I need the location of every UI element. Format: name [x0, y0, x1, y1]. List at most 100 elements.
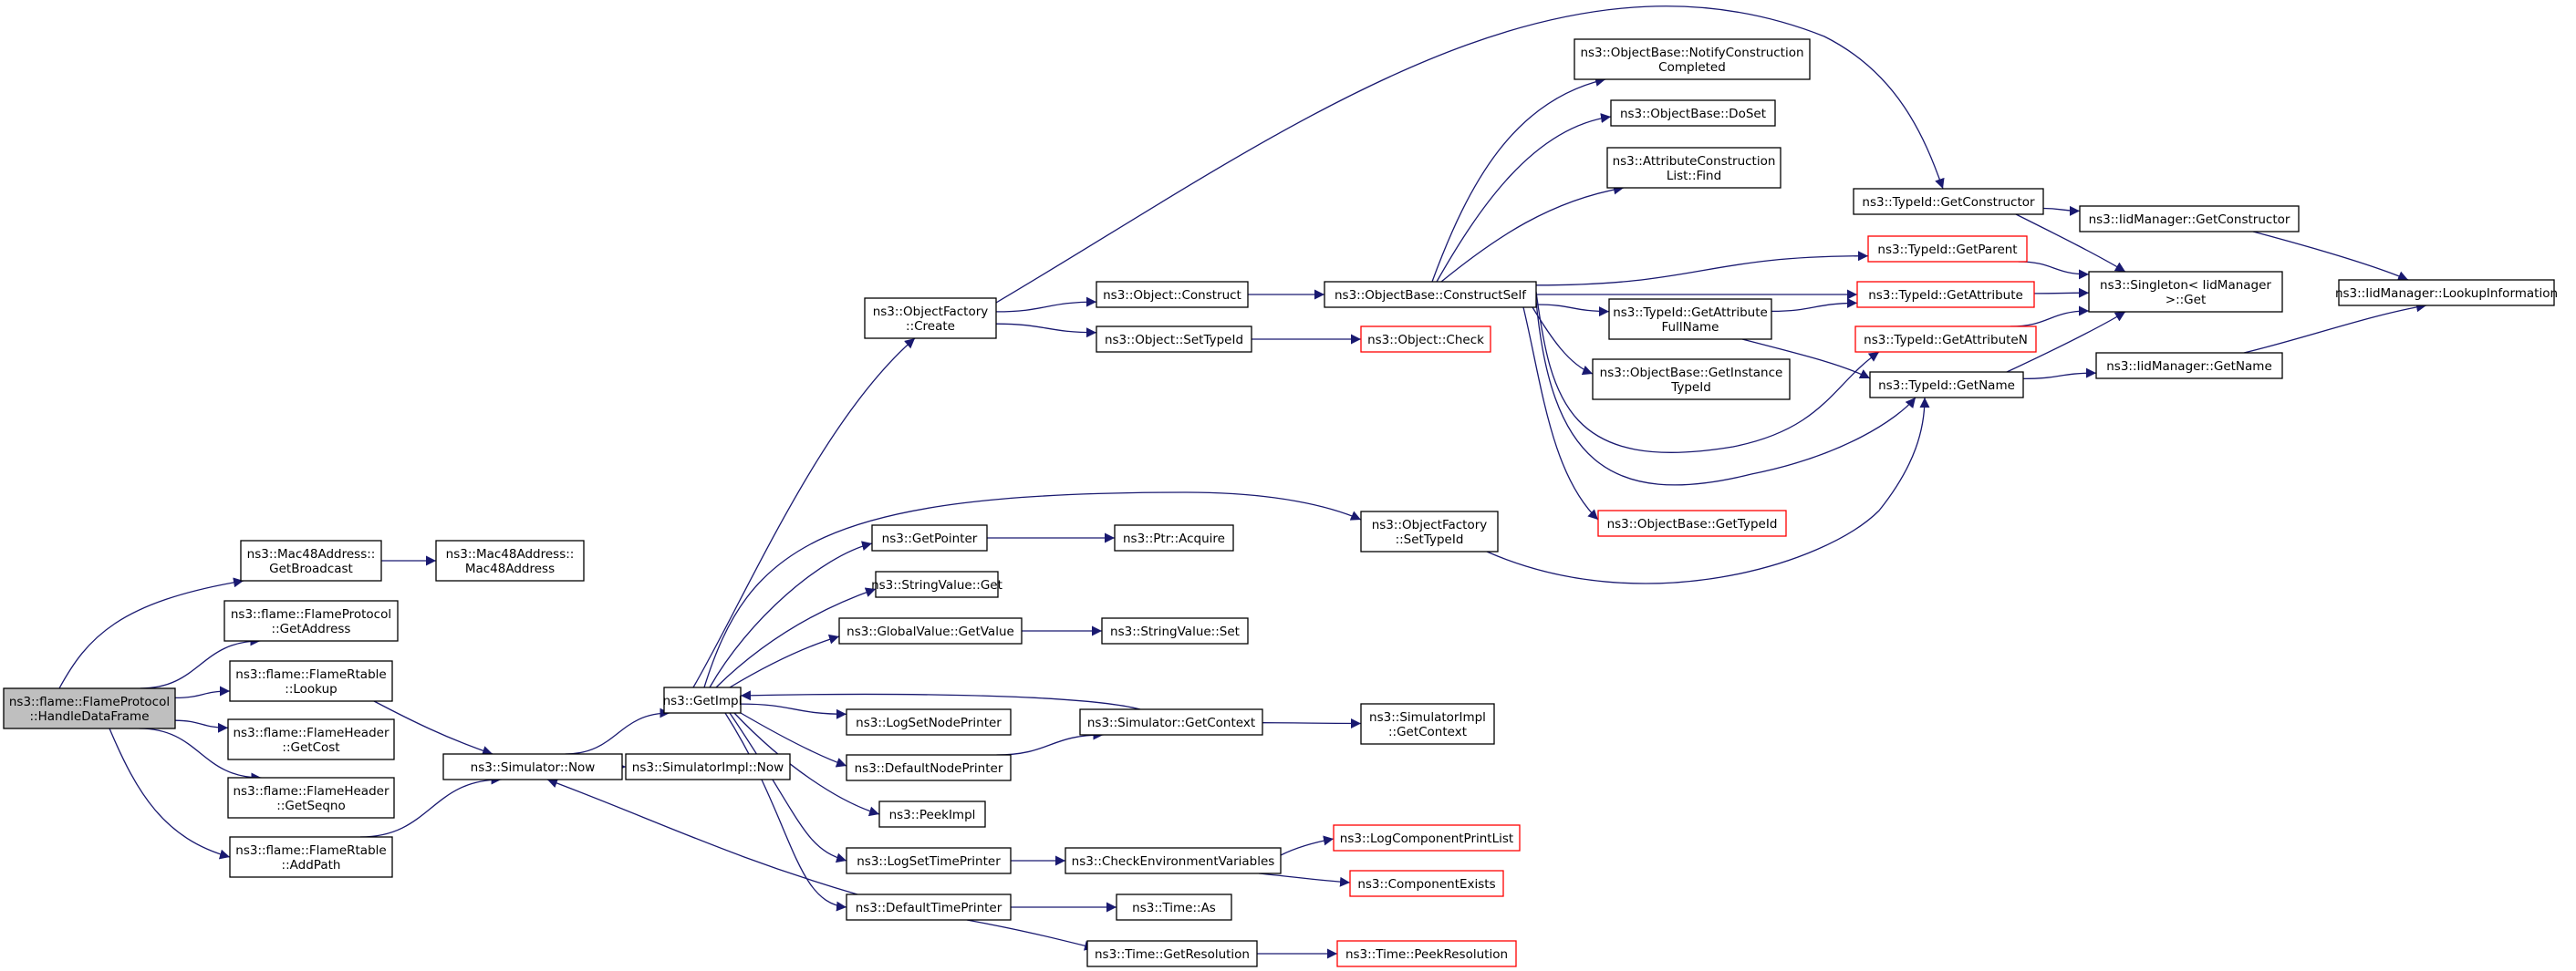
node-simimpl-getcontext[interactable]: ns3::SimulatorImpl::GetContext	[1360, 703, 1495, 745]
edge-ob_constructself-to-acl_find	[1440, 184, 1625, 283]
edge-path	[1431, 77, 1606, 283]
node-time-as[interactable]: ns3::Time::As	[1116, 894, 1232, 921]
edge-path	[715, 587, 877, 688]
node-ptr-acquire[interactable]: ns3::Ptr::Acquire	[1114, 524, 1234, 552]
node-logcomp-printlist[interactable]: ns3::LogComponentPrintList	[1333, 824, 1521, 852]
edge-path	[1771, 297, 1858, 313]
node-getpointer[interactable]: ns3::GetPointer	[871, 524, 988, 552]
edge-path	[2006, 311, 2126, 373]
node-label-line: ::GetContext	[1388, 725, 1467, 739]
node-mac-ctor[interactable]: ns3::Mac48Address::Mac48Address	[435, 540, 585, 582]
edge-path	[1741, 338, 1871, 379]
node-sim-now[interactable]: ns3::Simulator::Now	[442, 753, 623, 780]
edge-path	[546, 778, 858, 895]
edge-path	[1258, 873, 1351, 887]
edge-path	[1262, 718, 1362, 728]
node-iid-lookup[interactable]: ns3::IidManager::LookupInformation	[2335, 279, 2558, 306]
node-time-peekres[interactable]: ns3::Time::PeekResolution	[1336, 940, 1517, 967]
edge-path	[2018, 261, 2090, 280]
node-fh-seqno[interactable]: ns3::flame::FlameHeader::GetSeqno	[227, 777, 395, 819]
node-root[interactable]: ns3::flame::FlameProtocol::HandleDataFra…	[3, 687, 176, 729]
node-iid-getname[interactable]: ns3::IidManager::GetName	[2095, 352, 2283, 379]
node-iid-getctor[interactable]: ns3::IidManager::GetConstructor	[2079, 205, 2300, 232]
node-box	[227, 718, 395, 760]
node-tid-getattr[interactable]: ns3::TypeId::GetAttribute	[1856, 281, 2035, 308]
node-box	[2095, 352, 2283, 379]
node-box	[625, 753, 791, 780]
edge-path	[2252, 231, 2409, 281]
edges-layer	[58, 5, 2427, 959]
edge-path	[966, 919, 1096, 951]
edge-ob_constructself-to-ob_gettypeid	[1522, 306, 1599, 521]
node-ob-notify[interactable]: ns3::ObjectBase::NotifyConstructionCompl…	[1574, 38, 1811, 80]
edge-ob_constructself-to-tid_getname	[1535, 300, 1916, 486]
node-box	[1597, 510, 1787, 537]
node-of-create[interactable]: ns3::ObjectFactory::Create	[864, 297, 997, 339]
node-ob-doset[interactable]: ns3::ObjectBase::DoSet	[1610, 99, 1776, 127]
edge-path	[995, 323, 1097, 338]
node-comp-exists[interactable]: ns3::ComponentExists	[1349, 870, 1504, 897]
node-gv-getvalue[interactable]: ns3::GlobalValue::GetValue	[838, 617, 1023, 645]
node-of-settypeid[interactable]: ns3::ObjectFactory::SetTypeId	[1360, 511, 1499, 553]
node-ob-gettypeid[interactable]: ns3::ObjectBase::GetTypeId	[1597, 510, 1787, 537]
node-tid-getctor[interactable]: ns3::TypeId::GetConstructor	[1853, 188, 2044, 215]
node-label-line: ns3::Time::GetResolution	[1095, 947, 1250, 962]
edge-of_create-to-obj_settypeid	[995, 323, 1097, 338]
node-box	[846, 754, 1012, 781]
node-mac-gb[interactable]: ns3::Mac48Address::GetBroadcast	[240, 540, 382, 582]
node-label-line: ns3::Object::Construct	[1103, 288, 1241, 303]
edge-sim_getcontext-to-getimpl	[740, 690, 1141, 710]
node-label-line: ns3::Time::As	[1132, 901, 1216, 915]
node-box	[229, 660, 393, 702]
node-ob-constructself[interactable]: ns3::ObjectBase::ConstructSelf	[1324, 281, 1537, 308]
node-box	[3, 687, 176, 729]
node-label-line: ns3::Time::PeekResolution	[1345, 947, 1508, 962]
node-tid-getattrn[interactable]: ns3::TypeId::GetAttributeN	[1854, 325, 2037, 353]
node-tid-getparent[interactable]: ns3::TypeId::GetParent	[1867, 235, 2028, 263]
node-sv-get[interactable]: ns3::StringValue::Get	[871, 571, 1002, 598]
node-time-getres[interactable]: ns3::Time::GetResolution	[1086, 940, 1258, 967]
edge-tid_getattrfull-to-tid_getname	[1741, 338, 1871, 379]
node-label-line: ns3::ObjectBase::DoSet	[1620, 107, 1766, 121]
node-singleton-get[interactable]: ns3::Singleton< IidManager >::Get	[2088, 271, 2283, 313]
node-tid-getname[interactable]: ns3::TypeId::GetName	[1869, 371, 2024, 398]
node-defaultnodeprinter[interactable]: ns3::DefaultNodePrinter	[846, 754, 1012, 781]
node-obj-check[interactable]: ns3::Object::Check	[1360, 325, 1491, 353]
node-frt-addpath[interactable]: ns3::flame::FlameRtable::AddPath	[229, 836, 393, 878]
node-fp-getaddr[interactable]: ns3::flame::FlameProtocol::GetAddress	[223, 600, 399, 642]
node-label-line: ns3::DefaultTimePrinter	[856, 901, 1002, 915]
edge-path	[995, 296, 1097, 313]
edge-root-to-frt_lookup	[174, 686, 231, 699]
node-logsettimeprinter[interactable]: ns3::LogSetTimePrinter	[846, 847, 1012, 874]
node-defaulttimeprinter[interactable]: ns3::DefaultTimePrinter	[846, 894, 1012, 921]
node-peekimpl[interactable]: ns3::PeekImpl	[878, 801, 986, 828]
node-sv-set[interactable]: ns3::StringValue::Set	[1101, 617, 1249, 645]
node-fh-cost[interactable]: ns3::flame::FlameHeader::GetCost	[227, 718, 395, 760]
node-label-line: ns3::CheckEnvironmentVariables	[1072, 854, 1275, 869]
node-label-line: ns3::Singleton< IidManager	[2100, 278, 2271, 293]
edge-path	[2042, 205, 2081, 216]
node-box	[1101, 617, 1249, 645]
edge-getimpl-to-of_settypeid	[703, 491, 1362, 688]
node-box	[871, 524, 988, 552]
node-obj-construct[interactable]: ns3::Object::Construct	[1096, 281, 1249, 308]
edge-ob_constructself-to-tid_getattrn	[1535, 291, 1880, 453]
node-simimpl-now[interactable]: ns3::SimulatorImpl::Now	[625, 753, 791, 780]
node-box	[435, 540, 585, 582]
node-logsetnodeprinter[interactable]: ns3::LogSetNodePrinter	[846, 708, 1012, 736]
edge-tid_getparent-to-singleton_get	[2018, 261, 2090, 280]
node-label-line: ns3::flame::FlameRtable	[235, 843, 386, 858]
node-label-line: ns3::TypeId::GetConstructor	[1862, 195, 2035, 210]
node-obj-settypeid[interactable]: ns3::Object::SetTypeId	[1096, 325, 1252, 353]
edge-frt_addpath-to-sim_now	[359, 774, 502, 838]
node-getimpl[interactable]: ns3::GetImpl	[663, 687, 743, 714]
node-sim-getcontext[interactable]: ns3::Simulator::GetContext	[1079, 708, 1263, 736]
node-box	[875, 571, 999, 598]
node-checkenv[interactable]: ns3::CheckEnvironmentVariables	[1065, 847, 1282, 874]
node-frt-lookup[interactable]: ns3::flame::FlameRtable::Lookup	[229, 660, 393, 702]
edge-iid_getctor-to-iid_lookup	[2252, 231, 2409, 281]
edge-getimpl-to-sv_get	[715, 587, 877, 688]
